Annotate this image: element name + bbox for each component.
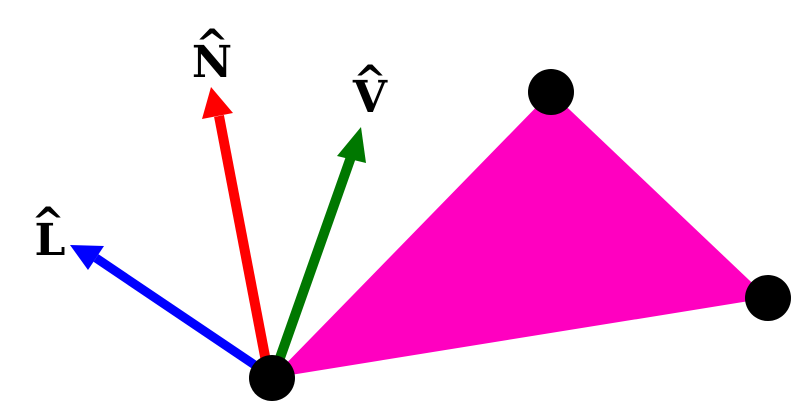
light-label-hat: ^ [31, 199, 65, 246]
normal-label: N ^ [192, 21, 232, 88]
vertex-origin [249, 355, 295, 401]
normal-vector-shaft [214, 115, 273, 373]
view-label: V ^ [352, 57, 388, 123]
light-vector-arrow [70, 245, 271, 378]
normal-label-hat: ^ [195, 21, 229, 68]
view-label-hat: ^ [353, 57, 387, 104]
view-vector-shaft [270, 155, 356, 374]
light-vector-arrowhead [70, 245, 104, 270]
light-label-letter: L [35, 215, 66, 266]
normal-vector-arrow [202, 87, 273, 373]
vertex-right [745, 275, 791, 321]
normal-label-letter: N [192, 37, 232, 88]
view-vector-arrow [270, 127, 366, 374]
normal-vector-arrowhead [202, 87, 233, 119]
view-vector-arrowhead [337, 127, 366, 163]
light-vector-shaft [93, 254, 271, 378]
vertex-top [528, 69, 574, 115]
view-label-letter: V [352, 72, 388, 123]
light-label: L ^ [31, 199, 65, 266]
triangle-surface [272, 92, 768, 378]
